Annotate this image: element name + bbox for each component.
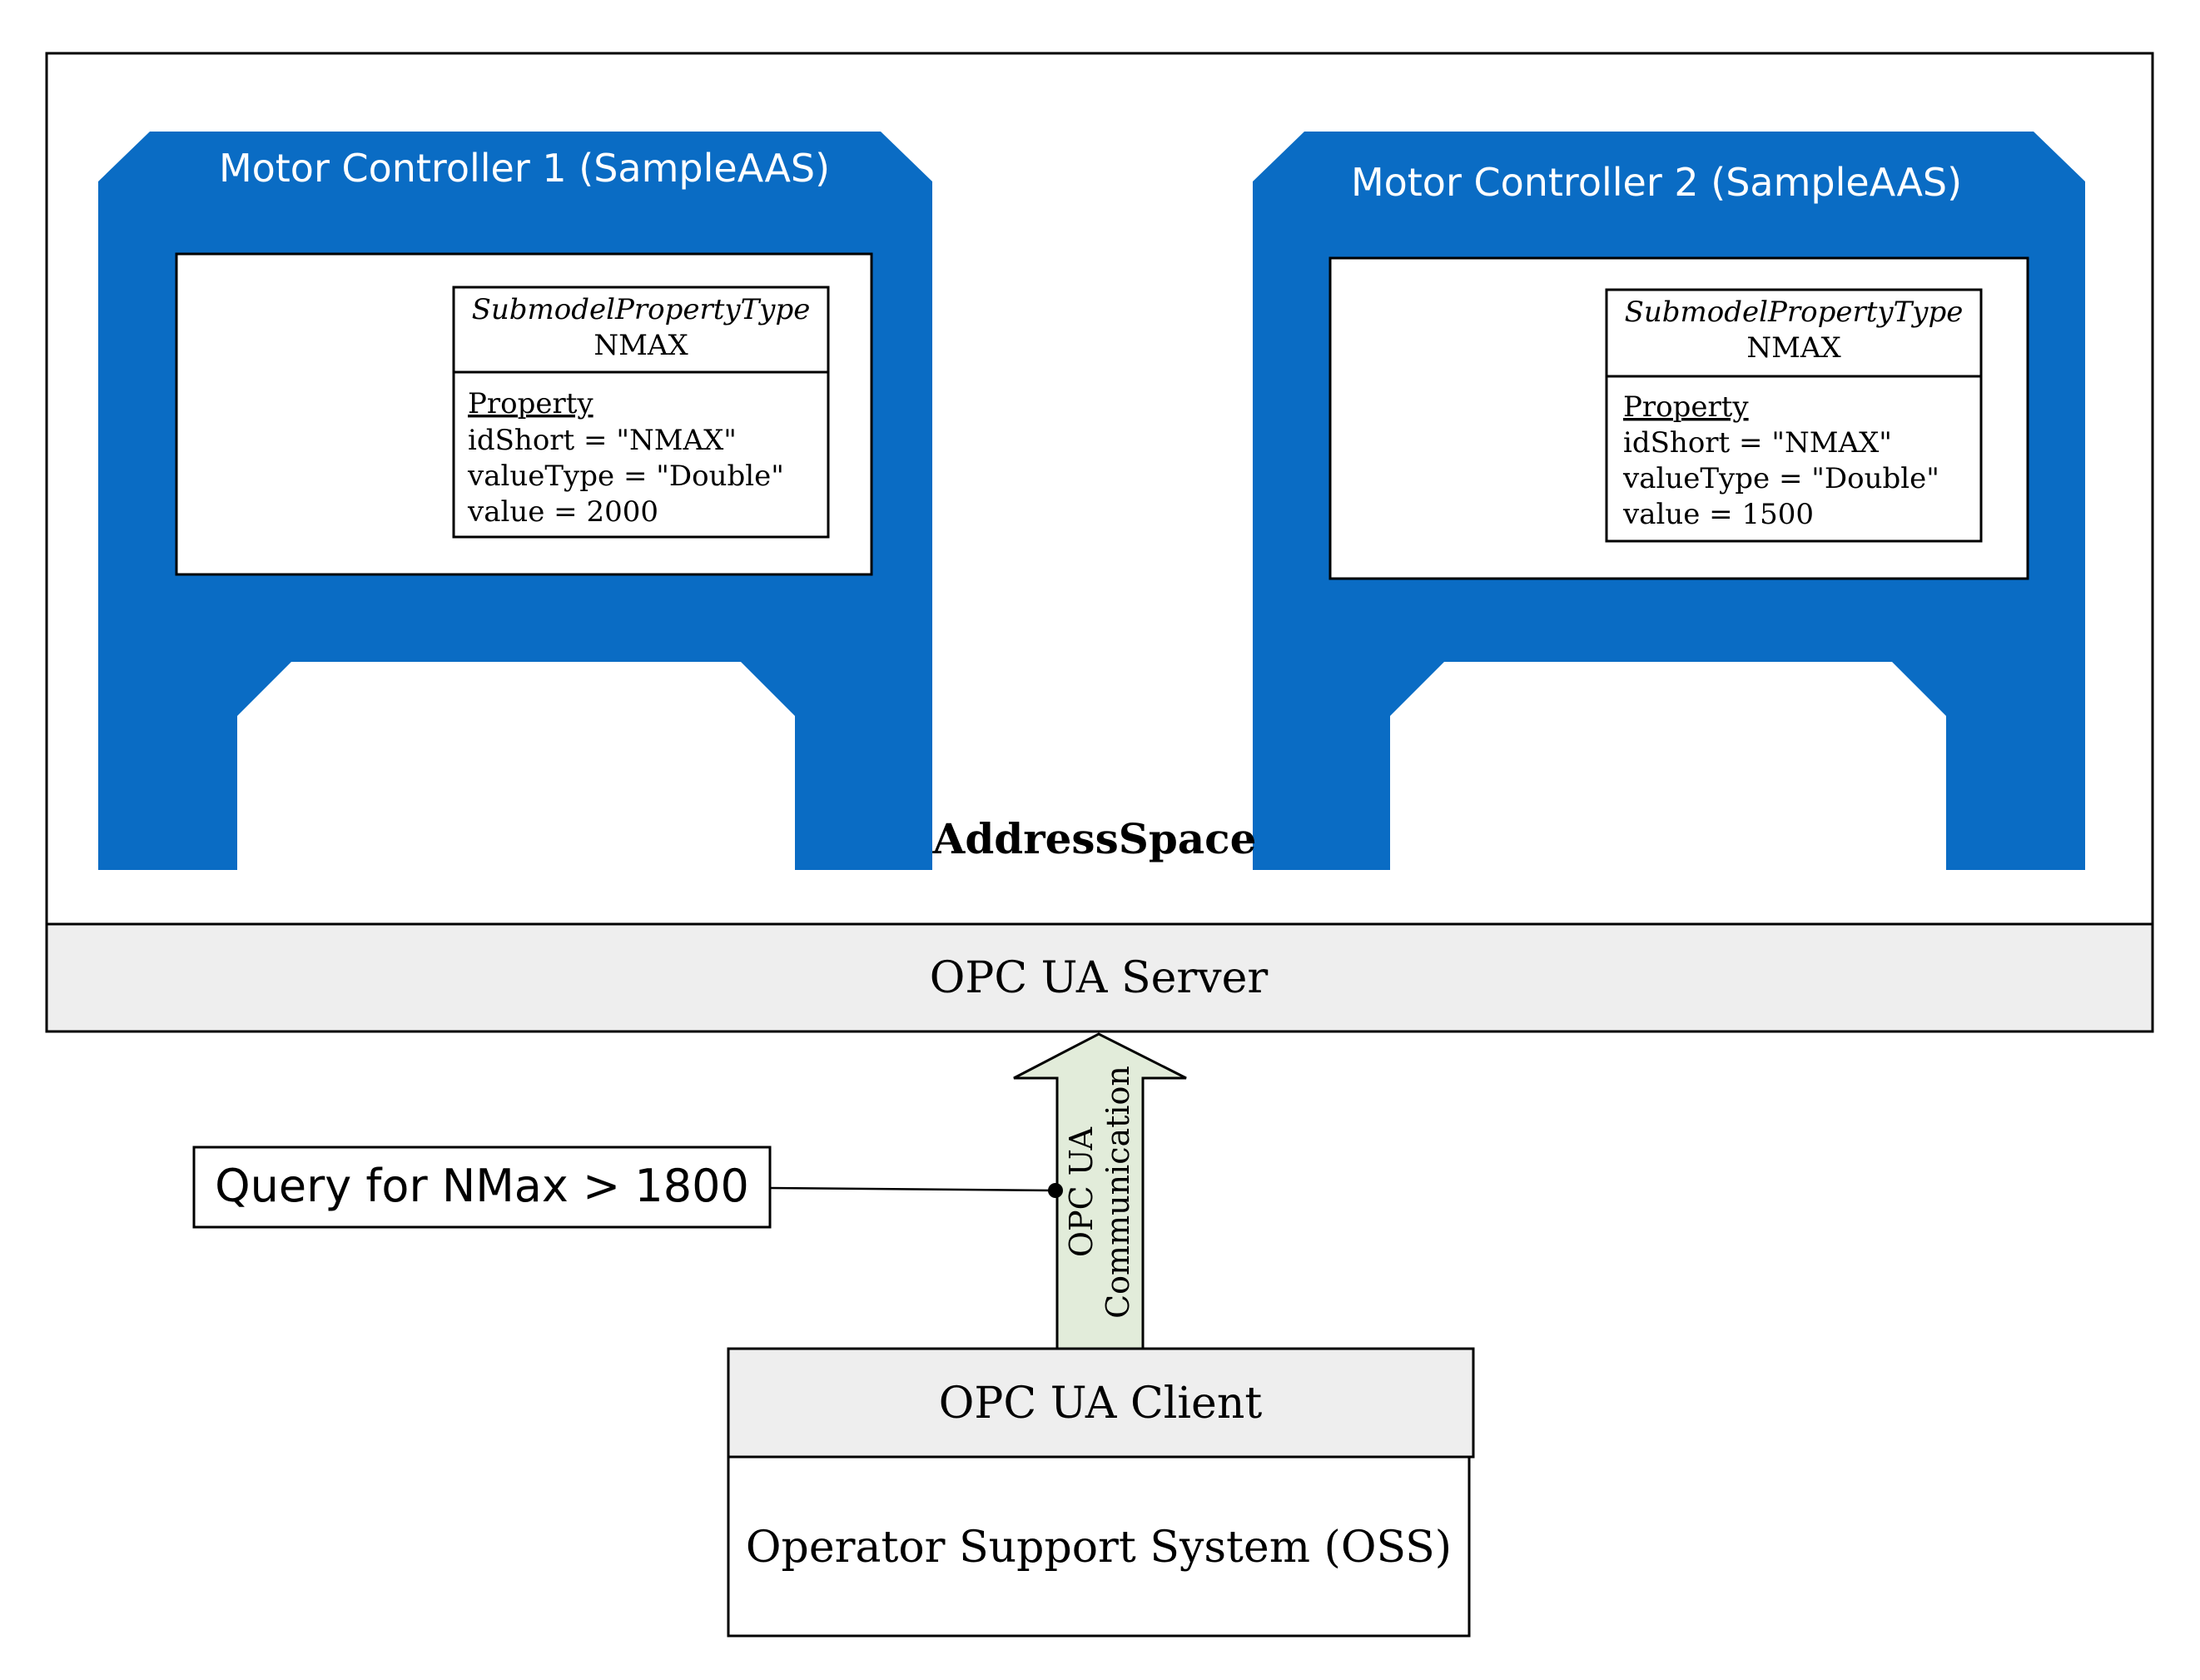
controller-1-property-name: NMAX xyxy=(593,329,688,362)
controller-1-type-label: SubmodelPropertyType xyxy=(472,293,811,326)
address-space-label: AddressSpace xyxy=(932,814,1257,863)
controller-2-property-box: SubmodelPropertyType NMAX Property idSho… xyxy=(1605,288,1983,543)
query-connector-line xyxy=(769,1186,1056,1192)
motor-controller-2-aas: Motor Controller 2 (SampleAAS) SubmodelP… xyxy=(1253,132,2085,870)
operator-support-system-box xyxy=(727,1455,1471,1638)
query-box xyxy=(192,1146,772,1229)
controller-2-type-label: SubmodelPropertyType xyxy=(1625,296,1964,329)
controller-2-id-short: idShort = "NMAX" xyxy=(1623,426,1892,460)
arrow-label-line-2: Communication xyxy=(1100,1066,1136,1319)
opc-ua-communication-arrow xyxy=(1013,1032,1187,1350)
opc-ua-server-label: OPC UA Server xyxy=(930,953,1269,1003)
controller-1-value: value = 2000 xyxy=(467,495,658,529)
controller-2-value-type: valueType = "Double" xyxy=(1622,462,1939,495)
arrow-label-line-1: OPC UA xyxy=(1063,1126,1100,1257)
query-connector-dot xyxy=(1048,1183,1063,1198)
opc-ua-client-label: OPC UA Client xyxy=(939,1379,1263,1429)
query-label: Query for NMax > 1800 xyxy=(215,1160,749,1212)
oss-label: Operator Support System (OSS) xyxy=(746,1523,1452,1573)
controller-1-property-box: SubmodelPropertyType NMAX Property idSho… xyxy=(452,286,830,539)
controller-2-section-label: Property xyxy=(1623,390,1749,424)
opc-ua-server-bar xyxy=(45,922,2154,1033)
controller-1-section-label: Property xyxy=(468,387,593,420)
controller-1-value-type: valueType = "Double" xyxy=(467,460,784,493)
controller-1-title: Motor Controller 1 (SampleAAS) xyxy=(219,146,830,191)
motor-controller-1-aas: Motor Controller 1 (SampleAAS) SubmodelP… xyxy=(98,132,932,870)
controller-2-title: Motor Controller 2 (SampleAAS) xyxy=(1351,160,1962,205)
controller-1-id-short: idShort = "NMAX" xyxy=(468,424,737,457)
controller-2-property-name: NMAX xyxy=(1746,331,1841,365)
opc-ua-client-bar xyxy=(727,1347,1475,1459)
controller-2-value: value = 1500 xyxy=(1622,498,1814,531)
